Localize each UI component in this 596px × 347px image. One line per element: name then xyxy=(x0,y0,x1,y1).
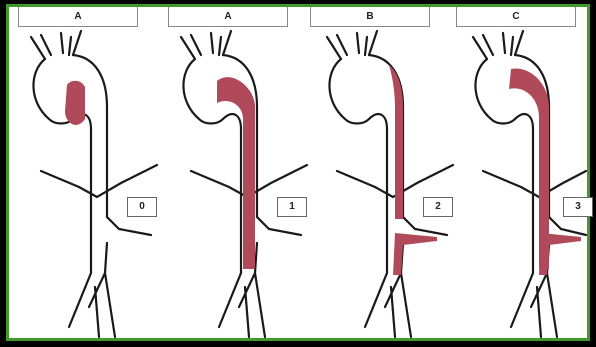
false-lumen-mark xyxy=(65,81,85,125)
grade-label-box: 2 xyxy=(423,197,453,217)
false-lumen-mark xyxy=(217,77,255,269)
false-lumen-mark xyxy=(393,233,437,275)
grade-label-box: 3 xyxy=(563,197,593,217)
aorta-illustration xyxy=(451,7,591,344)
aorta-illustration xyxy=(305,7,455,344)
aorta-illustration xyxy=(159,7,309,344)
figure-frame: A 0 A 1 xyxy=(6,4,590,341)
grade-label-box: 0 xyxy=(127,197,157,217)
false-lumen-mark xyxy=(539,233,581,275)
grade-label-box: 1 xyxy=(277,197,307,217)
aorta-illustration xyxy=(9,7,159,344)
